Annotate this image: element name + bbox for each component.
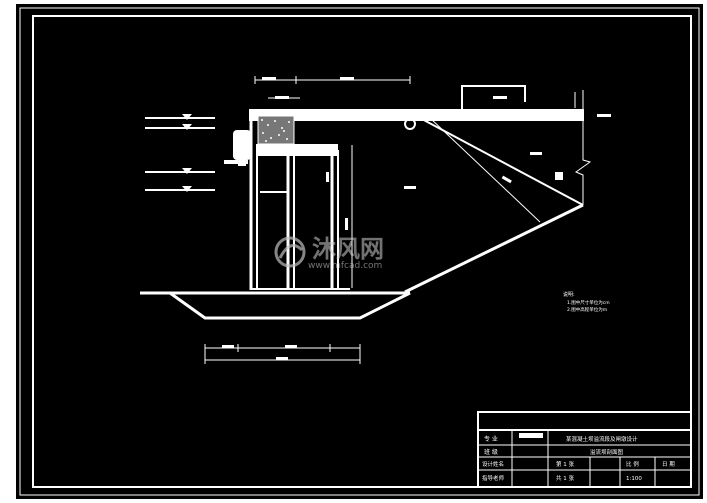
spillway-face <box>419 117 584 206</box>
watermark: 沐风网 www.mfcad.com <box>274 235 384 271</box>
dam-structure <box>140 90 592 320</box>
rubble-fill <box>257 115 295 145</box>
tb-scale-label: 比 例 <box>626 460 639 468</box>
tb-row3-label: 设计姓名 <box>482 460 504 468</box>
watermark-brand: 沐风网 <box>312 235 384 263</box>
tb-scale-value: 1:100 <box>626 476 642 482</box>
break-line <box>574 90 592 205</box>
sheet-background <box>16 4 703 499</box>
tb-drawing-title: 溢流坝剖面图 <box>590 448 624 456</box>
deck-slab <box>249 109 584 121</box>
tb-total-label: 共 1 张 <box>556 474 574 482</box>
annotation-bars <box>326 152 563 230</box>
notes-line-2: 2.图中高程单位为m <box>567 306 607 313</box>
downstream-slope <box>404 203 584 294</box>
foundation-trench <box>169 291 411 320</box>
outer-frame <box>19 7 700 496</box>
pier-top-beam <box>256 144 338 156</box>
gate-bracket <box>233 130 251 160</box>
water-levels <box>145 117 215 191</box>
tb-row2-label: 班 级 <box>484 448 498 456</box>
tb-project-title: 某混凝土坝溢流段及闸墩设计 <box>566 435 638 443</box>
tb-row1-label: 专 业 <box>484 435 498 443</box>
tb-row4-label: 指导老师 <box>482 474 505 482</box>
watermark-url: www.mfcad.com <box>308 261 382 271</box>
rubble-dots <box>261 119 290 142</box>
level-triangles <box>182 114 192 192</box>
top-dimensions <box>254 76 576 108</box>
title-block <box>477 411 692 488</box>
watermark-logo-icon <box>274 236 306 268</box>
tb-date-label: 日 期 <box>662 461 675 468</box>
crest-marker <box>404 118 416 130</box>
notes-line-1: 1.图中尺寸单位为cm <box>567 299 610 306</box>
notes-title: 说明: <box>563 291 575 298</box>
inner-frame <box>32 15 692 488</box>
hoist-house <box>461 85 526 110</box>
tb-sheet-label: 第 1 张 <box>556 460 574 468</box>
